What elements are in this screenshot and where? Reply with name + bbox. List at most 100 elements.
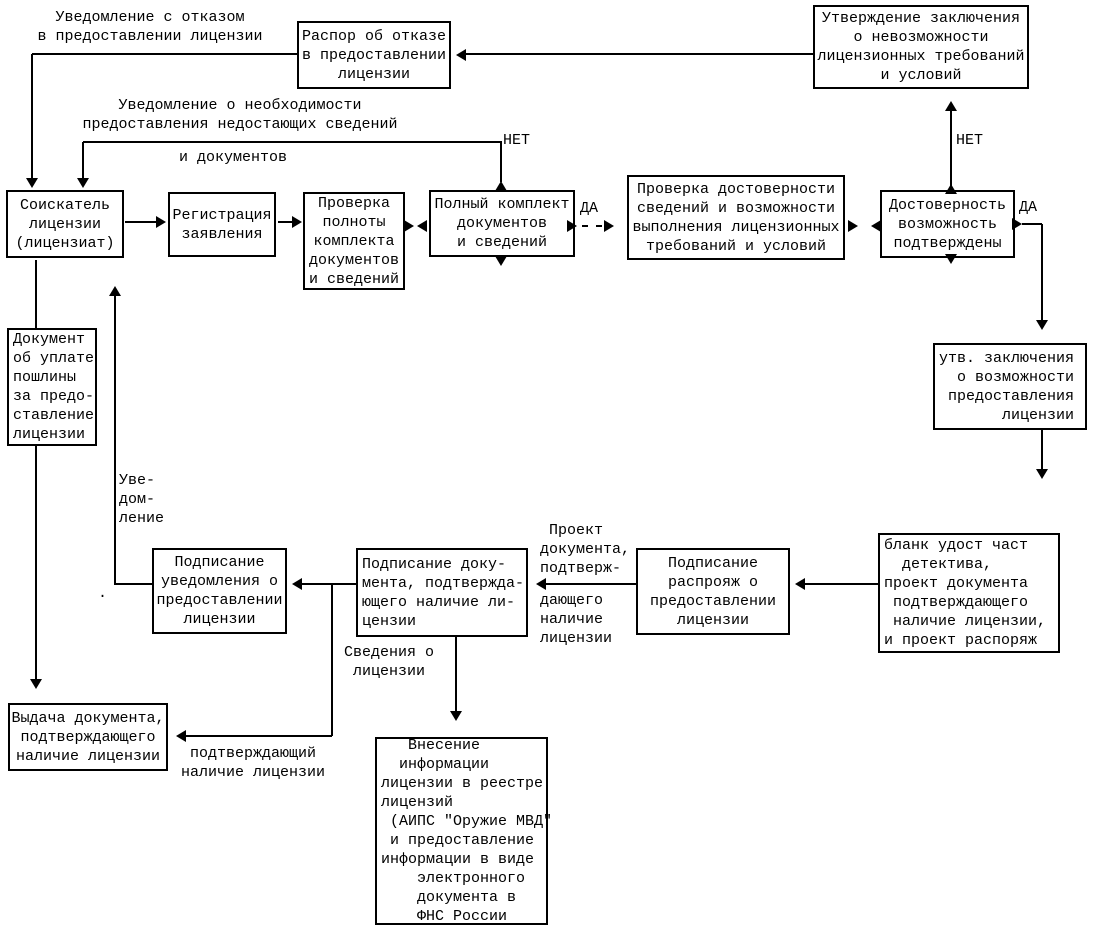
box-podpisanie-dokumenta-text: Подписание доку- мента, подтвержда- ющег… — [362, 555, 525, 630]
connector-net-right-up — [950, 111, 952, 186]
box-dokument-uplata-text: Документ об уплате пошлины за предо- ста… — [13, 331, 95, 443]
arrowhead-polnyi-left — [417, 220, 427, 232]
connector-rasporyazh-to-dokument — [546, 583, 636, 585]
box-polnyi-komplekt: Полный комплект документов и сведений — [429, 190, 575, 257]
connector-da-right-h — [1022, 223, 1042, 225]
box-utv-zaklyucheniya-text: утв. заключения о возможности предоставл… — [939, 349, 1075, 424]
box-podpisanie-uvedomleniya: Подписание уведомления о предоставлении … — [152, 548, 287, 634]
box-blank-udost-text: бланк удост част детектива, проект докум… — [884, 537, 1047, 649]
box-dostovernost-podtverzhdeny: Достоверность возможность подтверждены — [880, 190, 1015, 258]
arrowhead-into-vydacha — [176, 730, 186, 742]
label-notice-docs-text: и документов — [178, 149, 288, 166]
connector-da-dash-1 — [582, 225, 588, 227]
arrowhead-dostovernost-right — [1012, 218, 1022, 230]
label-proekt-dokumenta: Проект документа, подтверж- — [540, 521, 630, 578]
arrowhead-da-into-dostovernosti — [604, 220, 614, 232]
arrowhead-into-registratsiya — [156, 216, 166, 228]
box-vnesenie-informatsii: Внесение информации лицензии в реестре л… — [375, 737, 552, 925]
label-yes-right: ДА — [1019, 198, 1037, 217]
box-blank-udost-detektiva: бланк удост част детектива, проект докум… — [878, 533, 1060, 653]
connector-da-dash-2 — [596, 225, 602, 227]
label-dot-text: . — [98, 585, 108, 602]
arrowhead-into-rasporyazh — [795, 578, 805, 590]
label-yes-left-text: ДА — [580, 200, 599, 217]
connector-refusal-top — [32, 53, 297, 55]
box-proverka-dostovernosti-text: Проверка достоверности сведений и возмож… — [632, 180, 840, 255]
label-notice-missing-text: Уведомление о необходимости предоставлен… — [82, 97, 398, 133]
box-podpisanie-rasporyazh: Подписание распрояж о предоставлении лиц… — [636, 548, 790, 635]
box-raspor-ob-otkaze-text: Распор об отказе в предоставлении лиценз… — [301, 27, 447, 83]
box-vnesenie-text: Внесение информации лицензии в реестре л… — [381, 737, 553, 925]
connector-uvedomlenie-up — [114, 296, 116, 584]
box-proverka-dostovernosti: Проверка достоверности сведений и возмож… — [627, 175, 845, 260]
box-raspor-ob-otkaze: Распор об отказе в предоставлении лиценз… — [297, 21, 451, 89]
label-notice-missing: Уведомление о необходимости предоставлен… — [72, 96, 408, 134]
label-no-left-text: НЕТ — [503, 132, 531, 149]
arrowhead-into-vnesenie — [450, 711, 462, 721]
connector-utv-to-blank — [1041, 430, 1043, 469]
label-notice-refusal-text: Уведомление с отказом в предоставлении л… — [37, 9, 263, 45]
connector-refusal-down — [31, 54, 33, 180]
box-registratsiya-zayavleniya: Регистрация заявления — [168, 192, 276, 257]
connector-utverzhdenie-to-raspor — [462, 53, 813, 55]
arrowhead-down-to-vydacha — [30, 679, 42, 689]
label-proekt-text: Проект документа, подтверж- — [540, 522, 631, 577]
box-podpisanie-rasporyazh-text: Подписание распрояж о предоставлении лиц… — [649, 554, 777, 629]
label-uvedomlenie: Уве- дом- ление — [119, 471, 164, 528]
label-yes-left: ДА — [580, 199, 598, 218]
label-no-right-text: НЕТ — [956, 132, 984, 149]
label-yes-right-text: ДА — [1019, 199, 1038, 216]
arrowhead-dostovernosti-out — [848, 220, 858, 232]
label-uvedomlenie-text: Уве- дом- ление — [119, 472, 165, 527]
box-soiskatel-text: Соискатель лицензии (лицензиат) — [15, 196, 115, 252]
box-utverzhdenie-text: Утверждение заключения о невозможности л… — [817, 10, 1025, 84]
connector-branch-down — [331, 584, 333, 736]
arrowhead-polnyi-bottom — [495, 256, 507, 266]
label-dayushchego: дающего наличие лицензии — [540, 591, 612, 648]
connector-to-vydacha — [186, 735, 332, 737]
arrowhead-dostovernost-left — [871, 220, 881, 232]
arrowhead-into-podpisanie-uvedomleniya — [292, 578, 302, 590]
box-podpisanie-dokumenta: Подписание доку- мента, подтвержда- ющег… — [356, 548, 528, 637]
box-utverzhdenie-zaklyucheniya-nevozmozhnosti: Утверждение заключения о невозможности л… — [813, 5, 1029, 89]
box-dostovernost-text: Достоверность возможность подтверждены — [888, 196, 1007, 252]
arrowhead-into-proverka-polnoty — [292, 216, 302, 228]
connector-net-left-up — [500, 142, 502, 182]
box-vydacha-text: Выдача документа, подтверждающего наличи… — [11, 709, 165, 765]
box-polnyi-komplekt-text: Полный комплект документов и сведений — [434, 196, 570, 251]
label-dot: . — [98, 584, 107, 603]
box-utv-zaklyucheniya-vozmozhnosti: утв. заключения о возможности предоставл… — [933, 343, 1087, 430]
connector-da-right-v — [1041, 224, 1043, 320]
connector-soiskatel-to-dokument — [35, 260, 37, 328]
box-proverka-polnoty-text: Проверка полноты комплекта документов и … — [308, 194, 399, 288]
connector-dokument-to-vydacha — [35, 445, 37, 679]
connector-registratsiya-proverka — [278, 221, 294, 223]
arrowhead-dostovernost-bottom — [945, 254, 957, 264]
arrowhead-net-into-utverzhdenie — [945, 101, 957, 111]
label-svedeniya-o-litsenzii: Сведения о лицензии — [344, 643, 434, 681]
label-no-right: НЕТ — [956, 131, 983, 150]
connector-blank-to-rasporyazh — [805, 583, 878, 585]
connector-svedeniya-down — [455, 637, 457, 711]
box-proverka-polnoty: Проверка полноты комплекта документов и … — [303, 192, 405, 290]
arrowhead-polnyi-top — [495, 181, 507, 191]
label-dayushchego-text: дающего наличие лицензии — [540, 592, 613, 647]
connector-uvedomlenie-h — [114, 583, 153, 585]
connector-dokument-to-uvedomlenie — [302, 583, 356, 585]
label-notice-refusal: Уведомление с отказом в предоставлении л… — [30, 8, 270, 46]
arrowhead-into-podpisanie-dokumenta — [536, 578, 546, 590]
box-soiskatel-litsenzii: Соискатель лицензии (лицензиат) — [6, 190, 124, 258]
arrowhead-utv-to-blank — [1036, 469, 1048, 479]
label-podtverzhdayushchii: подтверждающий наличие лицензии — [177, 744, 329, 782]
connector-soiskatel-registratsiya — [125, 221, 158, 223]
box-vydacha-dokumenta: Выдача документа, подтверждающего наличи… — [8, 703, 168, 771]
arrowhead-polnyi-right — [567, 220, 577, 232]
connector-missing-top — [83, 141, 502, 143]
arrowhead-into-soiskatel-1 — [26, 178, 38, 188]
arrowhead-into-raspor — [456, 49, 466, 61]
connector-missing-down — [82, 142, 84, 180]
label-svedeniya-text: Сведения о лицензии — [344, 644, 435, 680]
box-dokument-ob-uplate-poshliny: Документ об уплате пошлины за предо- ста… — [7, 328, 97, 446]
label-podtverzhdayushchii-text: подтверждающий наличие лицензии — [180, 745, 326, 781]
